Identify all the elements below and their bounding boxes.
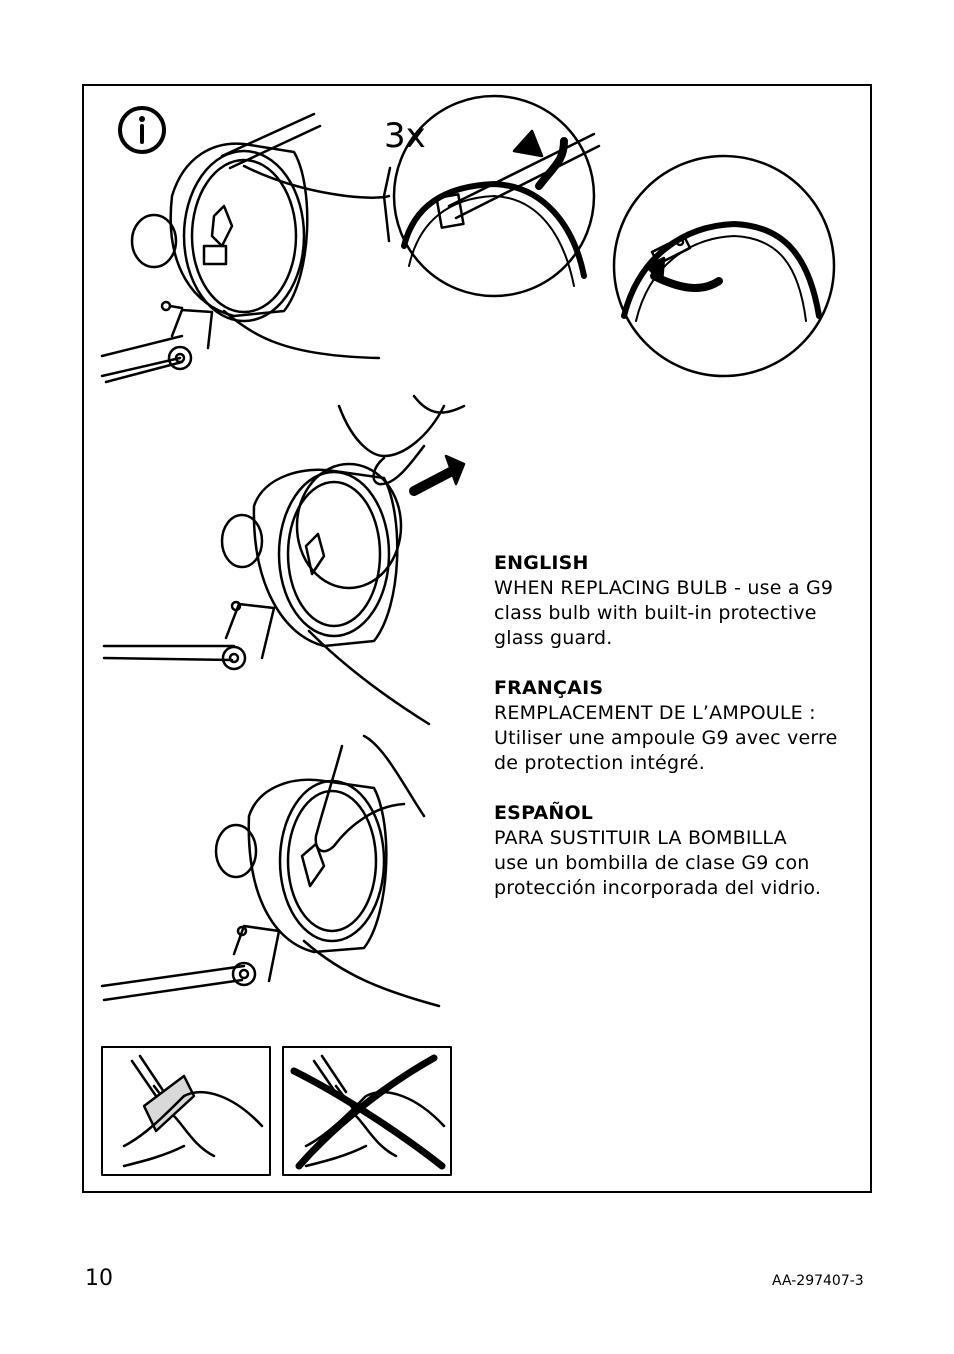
lamp-illustration-1: [100, 112, 392, 384]
section-line: use un bombilla de clase G9 con: [494, 852, 810, 874]
section-english: ENGLISH WHEN REPLACING BULB - use a G9 c…: [494, 551, 874, 651]
section-line: class bulb with built-in protective: [494, 602, 817, 624]
section-french: FRANÇAIS REMPLACEMENT DE L’AMPOULE : Uti…: [494, 676, 874, 776]
section-heading: ESPAÑOL: [494, 802, 594, 824]
section-spanish: ESPAÑOL PARA SUSTITUIR LA BOMBILLA use u…: [494, 801, 874, 901]
section-line: WHEN REPLACING BULB - use a G9: [494, 577, 834, 599]
correct-handling-panel: [101, 1046, 271, 1176]
incorrect-handling-panel: [282, 1046, 452, 1176]
rotate-arrow-icon: [512, 129, 568, 190]
section-line: de protection intégré.: [494, 752, 705, 774]
info-icon: [118, 106, 166, 154]
page-number: 10: [85, 1266, 113, 1291]
section-line: protección incorporada del vidrio.: [494, 877, 822, 899]
instruction-frame: 3x ENGLISH WHEN REPLACING BULB - use a G…: [82, 84, 872, 1193]
section-line: PARA SUSTITUIR LA BOMBILLA: [494, 827, 787, 849]
section-line: Utiliser une ampoule G9 avec verre: [494, 727, 838, 749]
detail-circle-clip: [612, 154, 836, 378]
forbidden-cross-icon: [290, 1054, 446, 1170]
section-heading: FRANÇAIS: [494, 677, 604, 699]
push-arrow-icon: [409, 454, 466, 496]
document-code: AA-297407-3: [772, 1273, 864, 1289]
lamp-illustration-3: [100, 734, 441, 1008]
detail-circle-screw: [392, 94, 601, 298]
illustration-canvas: [100, 94, 836, 1176]
lamp-illustration-2: [102, 394, 466, 726]
step-count-label: 3x: [384, 116, 426, 156]
section-line: REMPLACEMENT DE L’AMPOULE :: [494, 702, 816, 724]
section-heading: ENGLISH: [494, 552, 589, 574]
section-line: glass guard.: [494, 627, 613, 649]
